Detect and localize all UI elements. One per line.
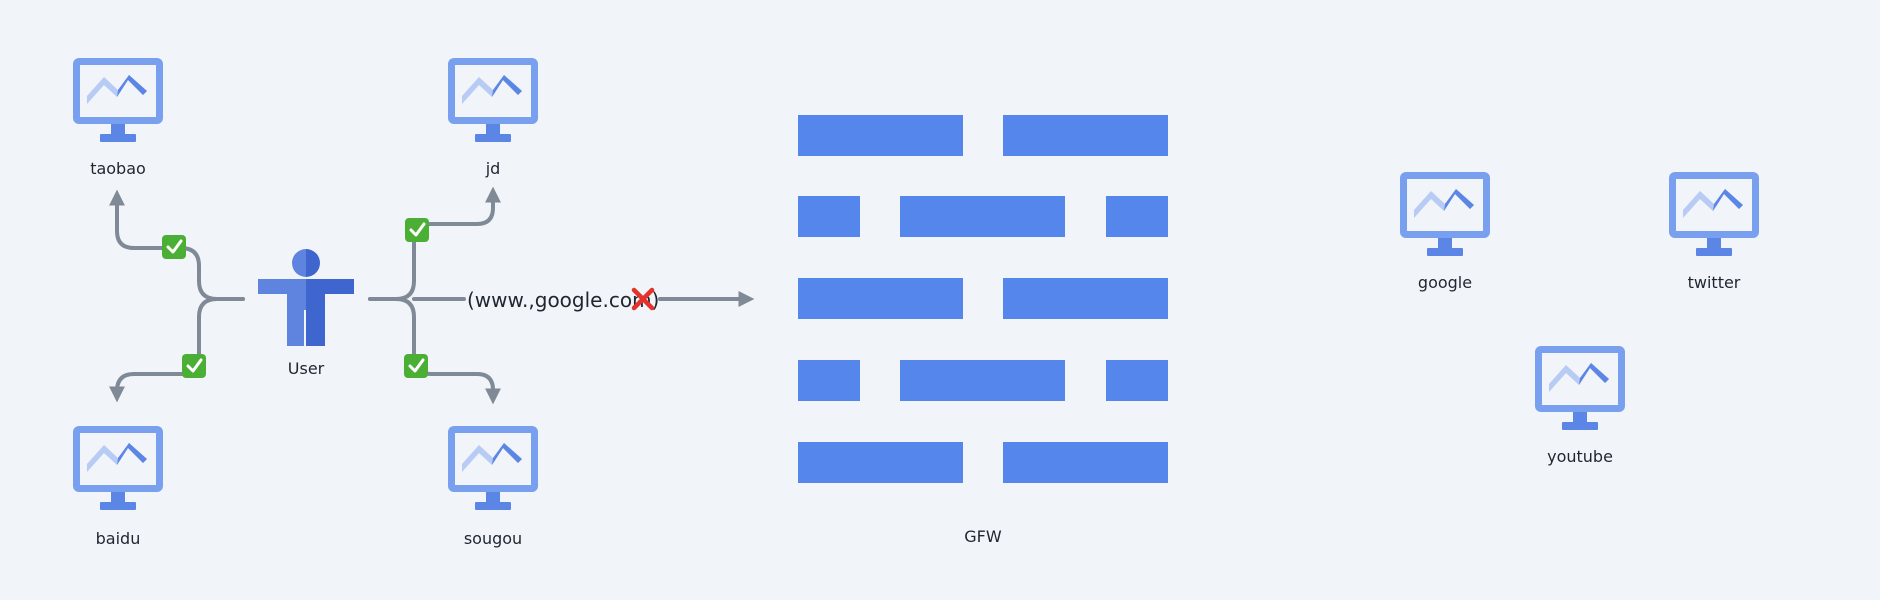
check-mark-icon [404, 354, 428, 378]
firewall-brick [900, 196, 1065, 237]
firewall-wall [798, 115, 1168, 483]
monitor-icon [448, 58, 538, 142]
site-label-google: google [1418, 273, 1472, 292]
monitor-icon [1535, 346, 1625, 430]
site-baidu: baidu [73, 426, 163, 548]
monitor-icon [448, 426, 538, 510]
connector-to-jd [368, 186, 501, 301]
site-twitter: twitter [1669, 172, 1759, 292]
check-mark-icon [162, 235, 186, 259]
blocked-request: (www.,google.com) [467, 287, 659, 312]
connector-to-taobao [109, 189, 245, 301]
firewall-brick [798, 196, 860, 237]
firewall-brick [1106, 196, 1168, 237]
firewall-brick [1003, 115, 1168, 156]
site-label-taobao: taobao [90, 159, 146, 178]
site-taobao: taobao [73, 58, 163, 178]
monitor-icon [73, 426, 163, 510]
monitor-icon [73, 58, 163, 142]
check-mark-icon [405, 218, 429, 242]
site-label-youtube: youtube [1547, 447, 1613, 466]
firewall: GFW [798, 115, 1168, 546]
firewall-label: GFW [964, 527, 1002, 546]
user-label: User [288, 359, 325, 378]
site-label-sougou: sougou [464, 529, 522, 548]
firewall-brick [798, 360, 860, 401]
person-icon [258, 249, 354, 346]
firewall-brick [1106, 360, 1168, 401]
site-youtube: youtube [1535, 346, 1625, 466]
monitor-icon [1400, 172, 1490, 256]
left-connectors [109, 189, 245, 403]
firewall-brick [798, 115, 963, 156]
site-label-jd: jd [485, 159, 501, 178]
site-sougou: sougou [448, 426, 538, 548]
connector-to-baidu [109, 297, 245, 403]
site-label-baidu: baidu [96, 529, 141, 548]
user-node: User [258, 249, 354, 378]
monitor-icon [1669, 172, 1759, 256]
firewall-brick [798, 278, 963, 319]
connector-to-sougou [368, 297, 501, 405]
check-mark-icon [182, 354, 206, 378]
firewall-brick [798, 442, 963, 483]
request-url-label: (www.,google.com) [467, 288, 659, 312]
firewall-brick [1003, 278, 1168, 319]
cross-mark-icon [631, 287, 655, 311]
firewall-brick [1003, 442, 1168, 483]
site-label-twitter: twitter [1688, 273, 1741, 292]
site-jd: jd [448, 58, 538, 178]
site-google: google [1400, 172, 1490, 292]
firewall-brick [900, 360, 1065, 401]
